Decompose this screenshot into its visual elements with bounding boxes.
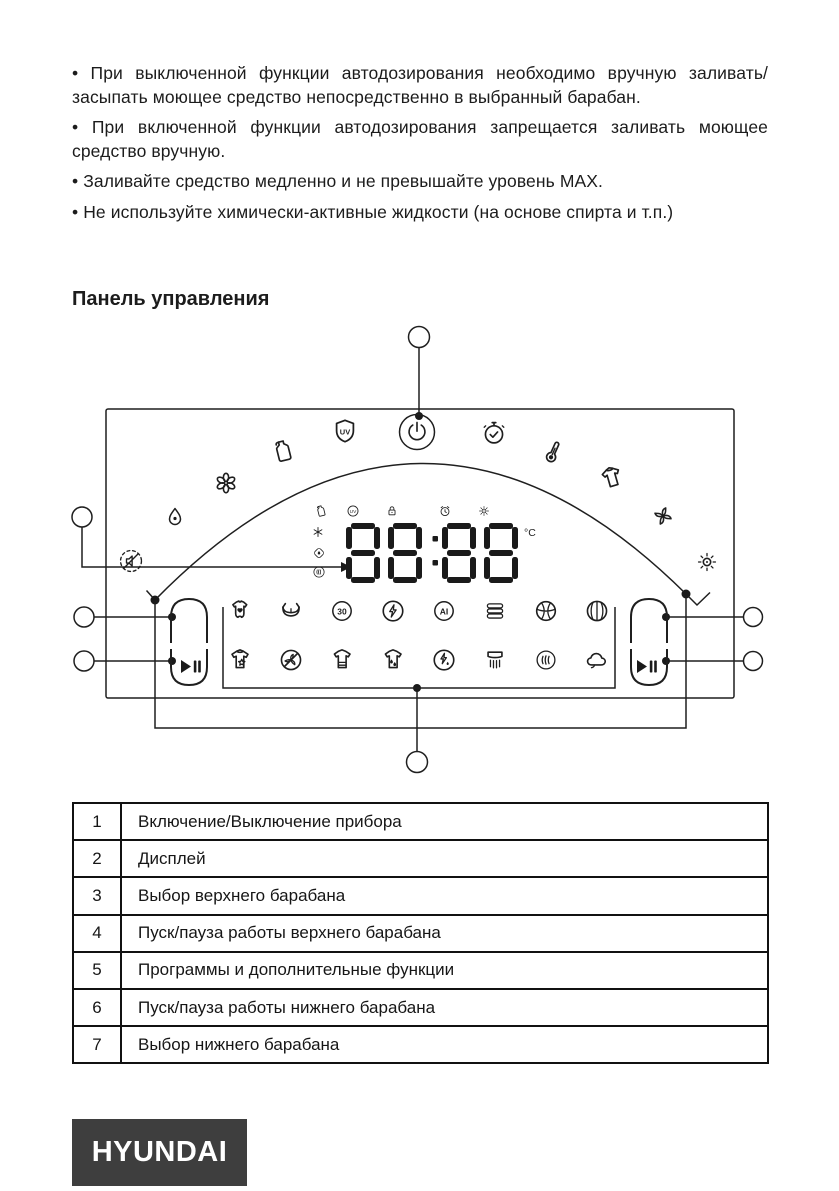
flat-dry-icon: [333, 649, 351, 669]
child-lock-icon: [388, 506, 396, 516]
row-number: 6: [72, 987, 122, 1028]
lower-drum-select-button: [630, 597, 668, 643]
uv-shield-label: UV: [340, 428, 350, 437]
temperature-unit-label: °C: [524, 527, 536, 539]
display-side-icons: [313, 527, 325, 578]
timer-check-icon: [483, 421, 505, 444]
table-row: 3 Выбор верхнего барабана: [72, 876, 769, 916]
upper-drum-controls: [170, 597, 208, 687]
callout-circle-upper-start-pause: [73, 650, 95, 672]
pinwheel-icon: [654, 507, 672, 525]
callout-circle-programs: [405, 750, 429, 774]
callout-lines: [81, 347, 744, 752]
brightness-sun-icon: [697, 552, 717, 572]
brightness-indicator-icon: [479, 506, 489, 516]
row-number: 3: [72, 876, 122, 916]
wool-icon: [535, 600, 557, 622]
table-row: 7 Выбор нижнего барабана: [72, 1025, 769, 1065]
baby-clothes-icon: [232, 600, 248, 619]
callout-circle-power: [407, 325, 431, 349]
spin-indicator-icon: [313, 566, 325, 578]
row-label: Программы и дополнительные функции: [120, 950, 769, 990]
detergent-bottle-icon: [274, 439, 293, 463]
row-number: 7: [72, 1025, 122, 1065]
row-label: Пуск/пауза работы верхнего барабана: [120, 913, 769, 953]
eco-wash-icon: [433, 649, 455, 671]
uv-indicator-label: UV: [350, 509, 357, 515]
arc-function-icons: UV: [168, 413, 672, 526]
lower-start-pause-button: [630, 649, 668, 687]
row-number: 1: [72, 801, 122, 842]
lower-drum-controls: [630, 597, 668, 687]
alarm-timer-icon: [440, 506, 450, 516]
bullet-item: • При выключенной функции автодозировани…: [72, 63, 768, 107]
legend-table: 1 Включение/Выключение прибора 2 Дисплей…: [72, 801, 769, 1065]
table-row: 2 Дисплей: [72, 839, 769, 879]
program-icons-row1: 30 AI: [232, 600, 608, 622]
table-row: 4 Пуск/пауза работы верхнего барабана: [72, 913, 769, 953]
power-icon: [408, 421, 426, 441]
bullet-item: • Заливайте средство медленно и не превы…: [72, 171, 604, 192]
power-button-ring: [398, 413, 436, 451]
ai-wash-icon: [434, 601, 454, 621]
function-arc: [145, 462, 711, 607]
callout-circle-lower-drum-select: [742, 606, 764, 628]
snowflake-icon: [313, 527, 323, 537]
play-pause-icon: [637, 660, 657, 673]
row-label: Выбор верхнего барабана: [120, 876, 769, 916]
display-indicator-icons: UV: [316, 504, 489, 517]
panel-outline: [105, 408, 735, 699]
thermometer-icon: [544, 439, 563, 464]
callout-circle-lower-start-pause: [742, 650, 764, 672]
display: UV °C: [313, 504, 536, 583]
seven-segment-time: [346, 523, 518, 583]
mute-icon: [119, 549, 143, 573]
wrinkle-care-shirt-icon: [600, 464, 624, 489]
row-number: 2: [72, 839, 122, 879]
programs-bracket: [222, 607, 616, 689]
air-dry-icon: [586, 652, 607, 669]
row-label: Выбор нижнего барабана: [120, 1025, 769, 1065]
row-label: Включение/Выключение прибора: [120, 801, 769, 842]
detergent-indicator-icon: [316, 504, 326, 517]
water-drop-icon: [168, 507, 182, 526]
delicates-bra-icon: [282, 602, 300, 617]
play-pause-icon: [181, 660, 201, 673]
ai-wash-label: AI: [440, 607, 449, 617]
spin-icon: [536, 650, 556, 670]
fan-flower-icon: [215, 472, 237, 494]
quick-wash-icon: [382, 600, 404, 622]
table-row: 5 Программы и дополнительные функции: [72, 950, 769, 990]
quick-30-icon: [332, 601, 352, 621]
callout-circle-upper-drum-select: [73, 606, 95, 628]
callout-circle-display: [71, 506, 93, 528]
brand-logo-text: HYUNDAI: [91, 1136, 228, 1168]
wet-clothes-icon: [384, 649, 402, 669]
row-label: Дисплей: [120, 839, 769, 879]
bedding-icon: [486, 603, 504, 619]
program-icons-row2: [231, 649, 607, 671]
bullet-item: • Не используйте химически-активные жидк…: [72, 201, 674, 222]
steam-icon: [487, 651, 503, 669]
row-number: 5: [72, 950, 122, 990]
section-title: Панель управления: [72, 288, 270, 310]
shirt-star-icon: [231, 649, 249, 669]
row-number: 4: [72, 913, 122, 953]
table-row: 1 Включение/Выключение прибора: [72, 801, 769, 842]
synthetics-icon: [586, 600, 608, 622]
bullet-item: • При включенной функции автодозирования…: [72, 117, 768, 161]
upper-start-pause-button: [170, 649, 208, 687]
water-drop-indicator-icon: [313, 547, 325, 559]
brand-logo: HYUNDAI: [72, 1119, 247, 1186]
table-row: 6 Пуск/пауза работы нижнего барабана: [72, 987, 769, 1028]
no-spin-icon: [280, 649, 302, 671]
upper-drum-select-button: [170, 597, 208, 643]
intro-bullets: • При выключенной функции автодозировани…: [72, 62, 768, 232]
row-label: Пуск/пауза работы нижнего барабана: [120, 987, 769, 1028]
quick-30-label: 30: [337, 607, 347, 617]
